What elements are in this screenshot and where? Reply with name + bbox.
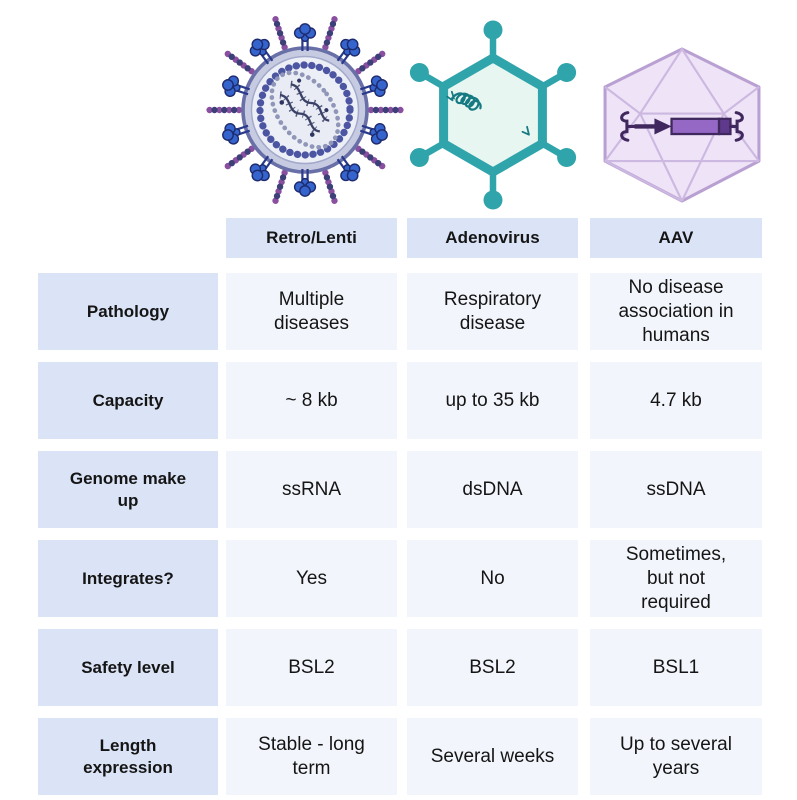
cell-safety-aav: BSL1 (590, 629, 762, 706)
transgene-body (670, 117, 721, 136)
gene-cassette (620, 111, 744, 142)
row-label-integrates: Integrates? (38, 540, 218, 617)
row-label-genome-make-up: Genome make up (38, 451, 218, 528)
matrix-protein-ring (256, 61, 354, 159)
cell-safety-retro: BSL2 (226, 629, 397, 706)
cell-genome-aav: ssDNA (590, 451, 762, 528)
cell-pathology-adeno: Respiratory disease (407, 273, 578, 350)
column-header-adenovirus: Adenovirus (407, 218, 578, 258)
cell-length-aav: Up to several years (590, 718, 762, 795)
cell-length-retro: Stable - long term (226, 718, 397, 795)
cell-capacity-retro: ~ 8 kb (226, 362, 397, 439)
hexagonal-capsid (439, 53, 547, 177)
cell-genome-retro: ssRNA (226, 451, 397, 528)
cell-integrates-adeno: No (407, 540, 578, 617)
retrovirus-lentivirus-icon (205, 10, 405, 210)
cell-capacity-adeno: up to 35 kb (407, 362, 578, 439)
dna-strand (446, 90, 530, 136)
cell-pathology-retro: Multiple diseases (226, 273, 397, 350)
cell-pathology-aav: No disease association in humans (590, 273, 762, 350)
row-label-capacity: Capacity (38, 362, 218, 439)
cell-length-adeno: Several weeks (407, 718, 578, 795)
aav-capsid-icon (603, 47, 761, 203)
cell-safety-adeno: BSL2 (407, 629, 578, 706)
column-header-retro-lenti: Retro/Lenti (226, 218, 397, 258)
cell-integrates-retro: Yes (226, 540, 397, 617)
row-label-length-expression: Length expression (38, 718, 218, 795)
column-header-aav: AAV (590, 218, 762, 258)
cell-capacity-aav: 4.7 kb (590, 362, 762, 439)
itr-right (728, 111, 744, 142)
adenovirus-icon (393, 15, 593, 215)
transgene-tag (717, 117, 732, 136)
row-label-safety-level: Safety level (38, 629, 218, 706)
itr-left (620, 111, 637, 142)
cell-integrates-aav: Sometimes, but not required (590, 540, 762, 617)
cell-genome-adeno: dsDNA (407, 451, 578, 528)
viral-core (269, 70, 341, 150)
promoter-arrow-head (654, 118, 672, 135)
row-label-pathology: Pathology (38, 273, 218, 350)
